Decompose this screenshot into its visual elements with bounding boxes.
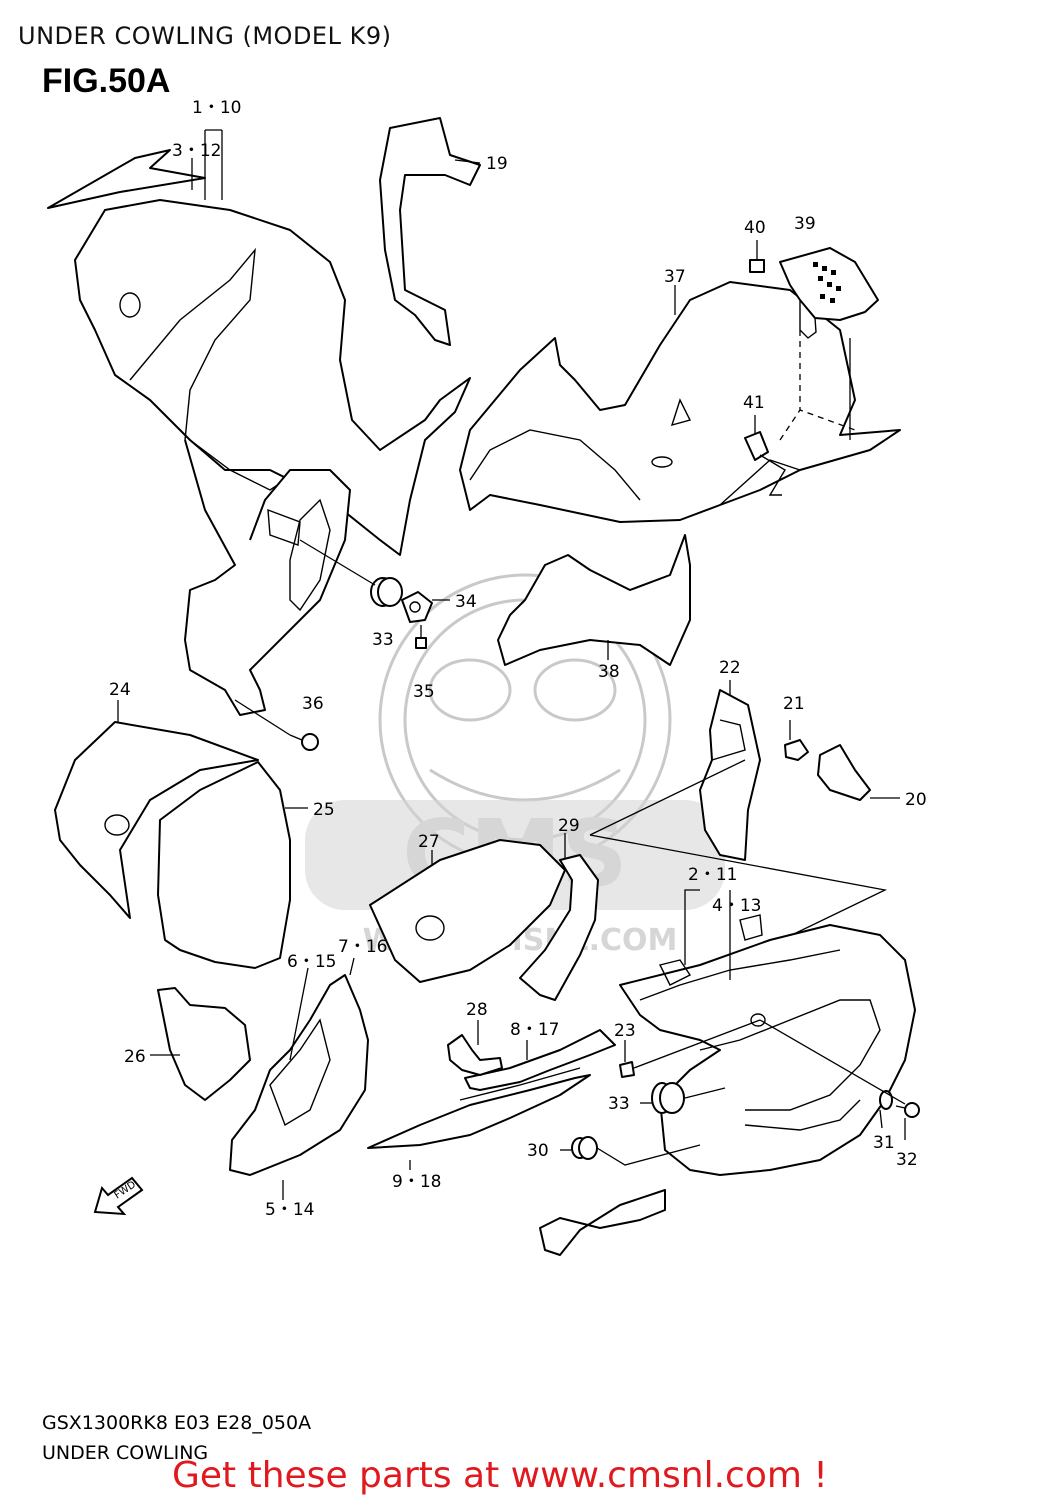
- callout-34: 34: [455, 592, 477, 612]
- diagram-code: GSX1300RK8 E03 E28_050A: [42, 1412, 312, 1434]
- callout-40: 40: [744, 218, 766, 238]
- callout-31: 31: [873, 1133, 895, 1153]
- part-41-clip: [744, 415, 786, 496]
- part-3-12-trim: [47, 149, 206, 209]
- callout-32: 32: [896, 1150, 918, 1170]
- part-39-holes: [813, 262, 841, 303]
- fwd-arrow-icon: FWD: [93, 1176, 144, 1216]
- part-33-grommet-lower: [640, 1082, 726, 1114]
- part-30-grommet: [560, 1136, 701, 1166]
- part-35-screw: [415, 625, 427, 649]
- callout-37: 37: [664, 267, 686, 287]
- part-33-grommet: [299, 539, 403, 607]
- promo-link[interactable]: Get these parts at www.cmsnl.com !: [172, 1455, 828, 1496]
- callout-21: 21: [783, 694, 805, 714]
- part-inner-panel: [184, 439, 351, 716]
- callout-26: 26: [124, 1047, 146, 1067]
- callout-19: 19: [486, 154, 508, 174]
- part-28-clip: [447, 1020, 503, 1076]
- part-36-screw: [234, 699, 319, 751]
- callout-2-11: 2・11: [688, 865, 737, 885]
- part-25-panel: [157, 761, 291, 969]
- page-title: UNDER COWLING (MODEL K9): [18, 22, 392, 50]
- callout-23: 23: [614, 1021, 636, 1041]
- figure-label: FIG.50A: [42, 62, 171, 100]
- callout-29: 29: [558, 816, 580, 836]
- part-5-14-panel: [229, 974, 369, 1176]
- callout-35: 35: [413, 682, 435, 702]
- part-38-cover: [497, 534, 691, 666]
- part-26-panel: [157, 987, 251, 1101]
- part-24-panel: [54, 721, 259, 919]
- callout-25: 25: [313, 800, 335, 820]
- callout-28: 28: [466, 1000, 488, 1020]
- part-1-10-cowling: [74, 199, 471, 556]
- part-23-screw: [619, 1019, 761, 1078]
- callout-4-13: 4・13: [712, 896, 761, 916]
- part-8-17-trim: [464, 1029, 616, 1091]
- callout-33-upper: 33: [372, 630, 394, 650]
- callout-30: 30: [527, 1141, 549, 1161]
- callout-27: 27: [418, 832, 440, 852]
- part-29-strip: [519, 854, 599, 1001]
- part-1-10-hole: [119, 292, 141, 318]
- callout-22: 22: [719, 658, 741, 678]
- callout-6-15: 6・15: [287, 952, 336, 972]
- part-34-nut: [401, 591, 450, 623]
- part-22-bracket: [699, 689, 761, 861]
- callout-24: 24: [109, 680, 131, 700]
- callout-36: 36: [302, 694, 324, 714]
- callout-labels: 1・10 3・12 19 40 39 37 41 34 33 35 38 36 …: [109, 98, 927, 1220]
- callout-33-lower: 33: [608, 1094, 630, 1114]
- part-21-screw: [784, 720, 809, 761]
- part-lower-bracket: [539, 1189, 666, 1256]
- callout-39: 39: [794, 214, 816, 234]
- part-31-nut: [879, 1090, 893, 1129]
- part-19-duct: [379, 117, 481, 346]
- part-1-10-inner: [129, 247, 256, 441]
- callout-20: 20: [905, 790, 927, 810]
- callout-9-18: 9・18: [392, 1172, 441, 1192]
- callout-7-16: 7・16: [338, 937, 387, 957]
- callout-41: 41: [743, 393, 765, 413]
- part-20-bracket: [817, 744, 900, 801]
- diagram-title: UNDER COWLING: [42, 1442, 209, 1464]
- part-32-screw: [759, 1019, 920, 1140]
- callout-38: 38: [598, 662, 620, 682]
- callout-3-12: 3・12: [172, 141, 221, 161]
- part-40-bolt: [749, 240, 765, 273]
- part-2-11-lower-cowling: [619, 924, 916, 1176]
- callout-1-10: 1・10: [192, 98, 241, 118]
- part-27-cover: [369, 839, 566, 983]
- callout-5-14: 5・14: [265, 1200, 314, 1220]
- part-9-18-trim: [367, 1074, 591, 1149]
- callout-8-17: 8・17: [510, 1020, 559, 1040]
